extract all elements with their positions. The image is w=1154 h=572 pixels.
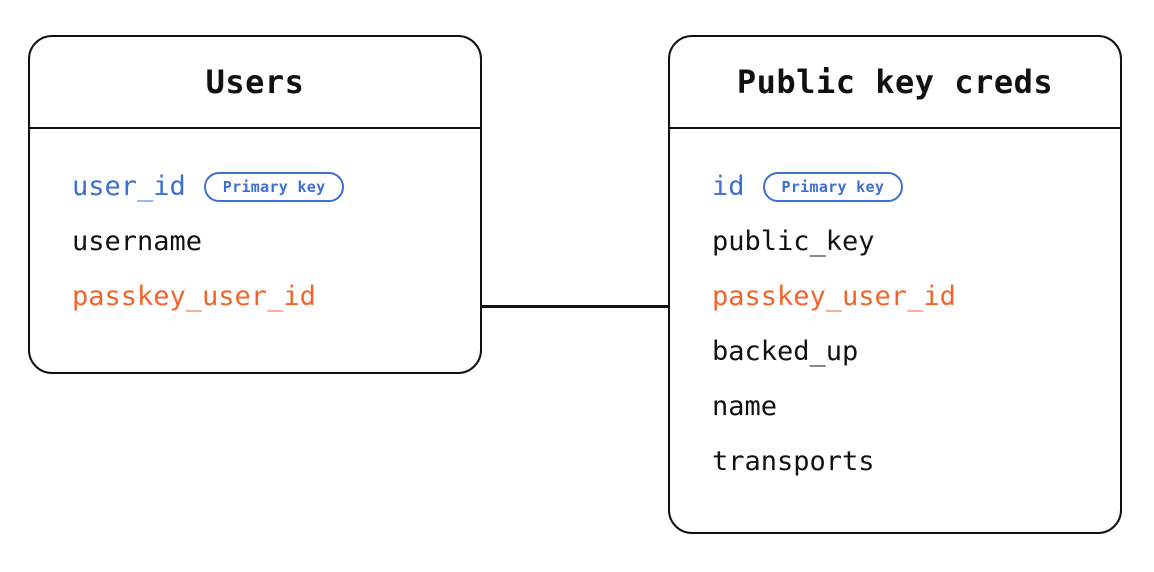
- field-name-name: name: [712, 391, 778, 422]
- entity-public-key-creds-field-list: id Primary key public_key passkey_user_i…: [670, 129, 1120, 489]
- field-name-id: id: [712, 171, 745, 202]
- field-row-id[interactable]: id Primary key: [670, 159, 1120, 214]
- field-row-username[interactable]: username: [30, 214, 480, 269]
- primary-key-badge: Primary key: [203, 171, 345, 202]
- field-name-public-key: public_key: [712, 226, 875, 257]
- entity-public-key-creds[interactable]: Public key creds id Primary key public_k…: [668, 35, 1122, 534]
- field-row-passkey-user-id[interactable]: passkey_user_id: [670, 269, 1120, 324]
- entity-public-key-creds-title: Public key creds: [736, 63, 1054, 101]
- field-name-passkey-user-id: passkey_user_id: [712, 281, 956, 312]
- field-name-user-id: user_id: [72, 171, 186, 202]
- relationship-connector-line: [481, 305, 670, 308]
- field-row-name[interactable]: name: [670, 379, 1120, 434]
- field-row-user-id[interactable]: user_id Primary key: [30, 159, 480, 214]
- entity-users-title: Users: [205, 63, 305, 101]
- field-row-passkey-user-id[interactable]: passkey_user_id: [30, 269, 480, 324]
- entity-users-header: Users: [30, 37, 480, 129]
- field-name-username: username: [72, 226, 203, 257]
- field-name-passkey-user-id: passkey_user_id: [72, 281, 316, 312]
- field-name-backed-up: backed_up: [712, 336, 859, 367]
- field-row-public-key[interactable]: public_key: [670, 214, 1120, 269]
- field-row-transports[interactable]: transports: [670, 434, 1120, 489]
- entity-public-key-creds-header: Public key creds: [670, 37, 1120, 129]
- entity-users[interactable]: Users user_id Primary key username passk…: [28, 35, 482, 374]
- entity-users-field-list: user_id Primary key username passkey_use…: [30, 129, 480, 324]
- field-name-transports: transports: [712, 446, 875, 477]
- primary-key-badge: Primary key: [762, 171, 904, 202]
- field-row-backed-up[interactable]: backed_up: [670, 324, 1120, 379]
